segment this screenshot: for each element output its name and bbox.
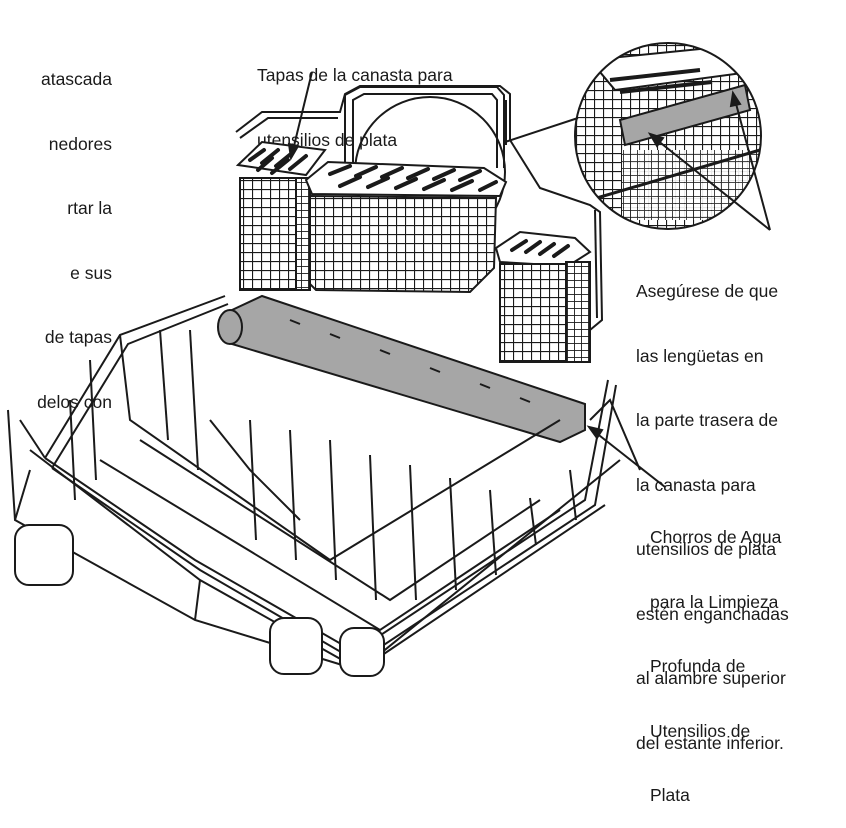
cropped-text-line: nedores <box>48 133 112 154</box>
tabs-note-line: la canasta para <box>636 474 756 495</box>
magnify-connector-line <box>504 117 579 143</box>
rack-rail <box>589 398 641 471</box>
right-silverware-basket <box>494 230 592 363</box>
rack-wheels <box>14 524 385 677</box>
tabs-note-line: la parte trasera de <box>636 410 779 430</box>
tabs-note-line: Asegúrese de que <box>636 281 779 301</box>
water-jets-label-line: para la Limpieza <box>650 591 779 612</box>
basket-back-panel <box>235 85 604 331</box>
cropped-text-line: atascada <box>40 69 112 89</box>
tabs-note-line: estén enganchadas <box>636 603 789 624</box>
cropped-text-line: e sus <box>70 262 112 283</box>
basket-handle <box>344 86 505 168</box>
basket-lids-label-line: Tapas de la canasta para <box>257 65 453 85</box>
tabs-note-line: las lengüetas en <box>636 345 764 366</box>
tabs-note-line: utensilios de plata <box>636 539 777 559</box>
dishwasher-rack-illustration <box>7 42 771 677</box>
cropped-instruction-text: atascada nedores rtar la e sus de tapas … <box>0 26 112 435</box>
water-jets-label-line: Chorros de Agua <box>650 527 782 547</box>
magnified-tabs-inset <box>574 42 762 230</box>
water-jets-label-line: Utensilios de <box>650 720 751 741</box>
water-jets-label-line: Profunda de <box>650 656 746 676</box>
cropped-text-line: de tapas <box>44 327 112 347</box>
left-silverware-basket <box>235 140 327 291</box>
callout-pointers <box>287 71 771 488</box>
water-jets-label-line: Plata <box>650 785 690 805</box>
silverware-water-jets-bar <box>217 294 586 444</box>
cropped-text-line: rtar la <box>67 198 112 218</box>
center-silverware-basket <box>304 160 508 294</box>
